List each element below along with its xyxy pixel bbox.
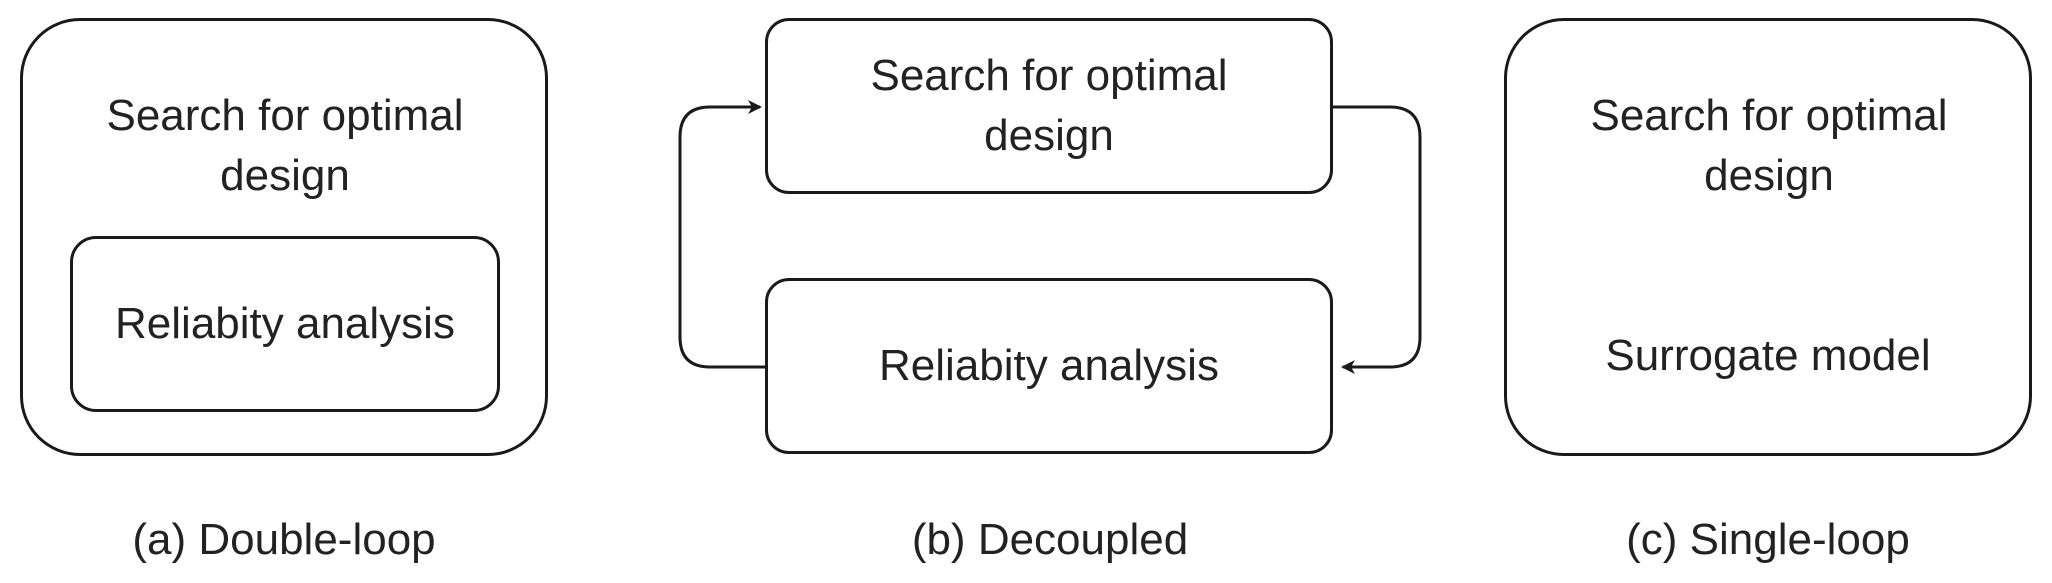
double-loop-caption: (a) Double-loop [132,515,436,564]
decoupled-caption: (b) Decoupled [911,515,1189,564]
double-loop-reliability-box [70,236,500,412]
single-loop-optimal-design-label: Search for optimal design [1590,91,1948,200]
decoupled-feedback-arrow [678,100,767,369]
double-loop-reliability-label: Reliabity analysis [115,299,455,348]
decoupled-forward-arrow [1330,105,1422,374]
decoupled-optimal-design-label: Search for optimal design [870,51,1228,160]
double-loop-optimal-design-label: Search for optimal design [106,91,464,200]
single-loop-surrogate-label: Surrogate model [1605,331,1931,380]
decoupled-reliability-label: Reliabity analysis [879,341,1219,390]
decoupled-reliability-box [765,278,1333,454]
single-loop-caption: (c) Single-loop [1626,515,1910,564]
decoupled-optimal-design-box [765,18,1333,194]
single-loop-outer-box [1504,18,2032,456]
